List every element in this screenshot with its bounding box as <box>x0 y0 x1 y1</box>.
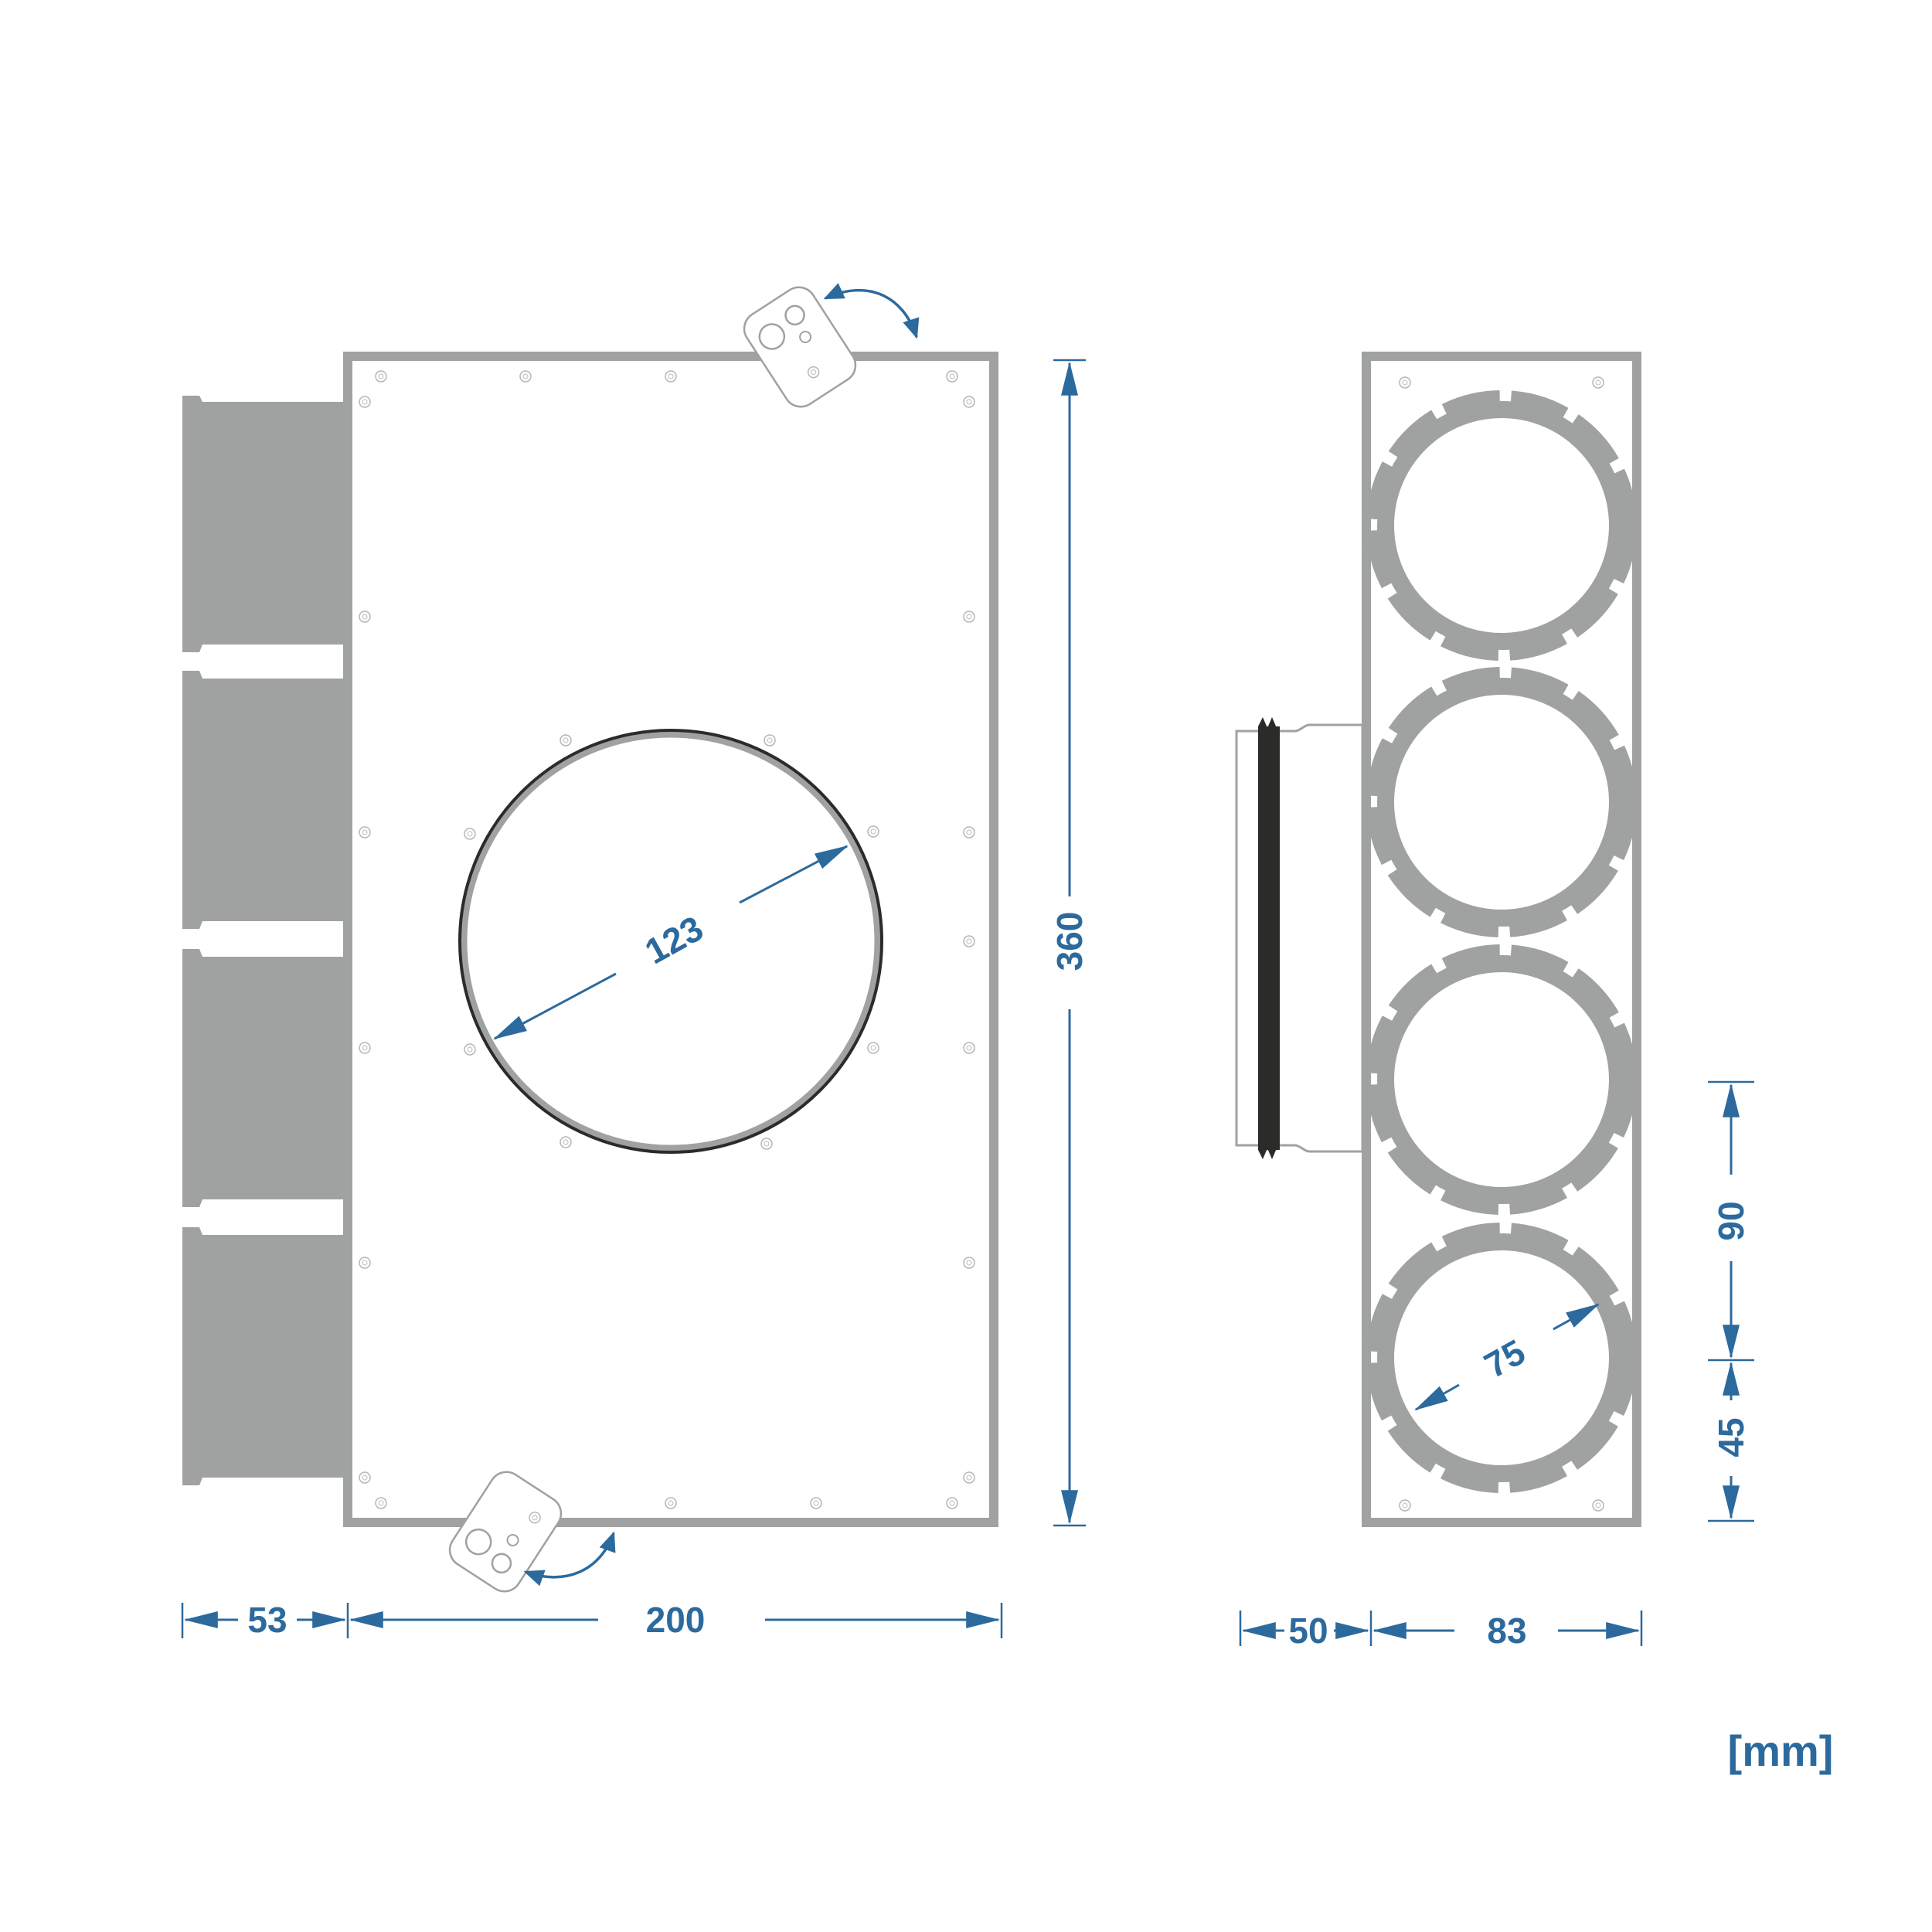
screw <box>963 826 975 838</box>
spigot-length-label: 53 <box>247 1600 287 1640</box>
spigot-block <box>182 396 343 652</box>
side-view: 75 <box>1235 352 1641 1527</box>
screw <box>665 1497 677 1509</box>
screw <box>359 1471 371 1484</box>
side-width-label: 83 <box>1487 1611 1526 1651</box>
outlet-ring <box>1366 944 1637 1215</box>
front-screws <box>359 370 975 1509</box>
screw <box>946 370 958 383</box>
screw <box>963 1257 975 1269</box>
screw <box>359 396 371 408</box>
screw <box>519 370 532 383</box>
front-bottom-dimensions: 53 200 <box>181 1600 1003 1640</box>
outlet-ring <box>1366 667 1637 937</box>
front-width-label: 200 <box>646 1600 706 1640</box>
collar-gasket <box>1258 726 1280 1150</box>
screw <box>963 935 975 947</box>
side-screws <box>1399 376 1604 1512</box>
unit-label: [mm] <box>1728 1726 1834 1775</box>
spigot-block <box>182 949 343 1207</box>
spigot-block <box>182 671 343 929</box>
screw <box>963 396 975 408</box>
front-height-label: 360 <box>1049 912 1090 971</box>
outlet-edge-offset-label: 45 <box>1711 1417 1751 1457</box>
screw <box>946 1497 958 1509</box>
screw <box>665 370 677 383</box>
screw <box>810 1497 822 1509</box>
screw <box>764 734 776 747</box>
screw <box>375 370 387 383</box>
side-bottom-dimensions: 50 83 <box>1239 1611 1643 1651</box>
screw <box>359 826 371 838</box>
bottom-mounting-tab <box>448 1471 563 1593</box>
outlet-pitch-label: 90 <box>1711 1201 1751 1240</box>
screw <box>1399 376 1411 389</box>
screw <box>760 1138 773 1150</box>
screw <box>963 1471 975 1484</box>
screw <box>464 1043 476 1056</box>
top-tab-rotate-arrow <box>823 283 920 339</box>
screw <box>867 1042 879 1054</box>
bottom-tab-rotate-arrow <box>523 1531 616 1587</box>
screw <box>359 1042 371 1054</box>
screw <box>963 1042 975 1054</box>
front-box-outline <box>343 352 998 1527</box>
screw <box>359 1257 371 1269</box>
screw <box>560 1136 572 1148</box>
left-spigot-blocks <box>182 396 343 1485</box>
side-vertical-dimensions: 90 45 <box>1708 1080 1754 1522</box>
front-view: 123 <box>182 283 998 1593</box>
screw <box>1592 1499 1604 1512</box>
screw <box>1592 376 1604 389</box>
screw <box>464 828 476 840</box>
collar-length-label: 50 <box>1288 1611 1328 1651</box>
spigot-block <box>182 1227 343 1485</box>
screw <box>359 611 371 623</box>
screw <box>963 611 975 623</box>
screw <box>375 1497 387 1509</box>
outlet-ring <box>1366 1223 1637 1493</box>
screw <box>867 825 879 838</box>
front-height-dimension: 360 <box>1049 359 1090 1527</box>
side-collar <box>1235 717 1364 1159</box>
screw <box>1399 1499 1411 1512</box>
main-outlet-edge <box>458 729 883 1154</box>
side-box-outline <box>1362 352 1641 1527</box>
outlet-ring <box>1366 390 1637 661</box>
screw <box>560 734 572 747</box>
main-outlet-ring <box>460 730 882 1152</box>
